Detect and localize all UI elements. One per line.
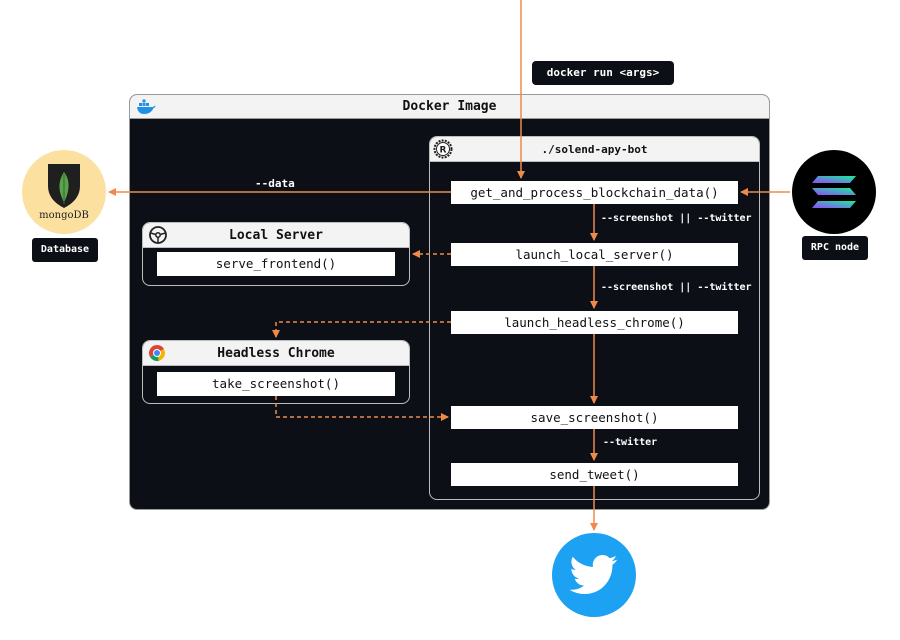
edge-label-twitter: --twitter [603, 437, 658, 448]
docker-image-title: Docker Image [402, 99, 497, 114]
chrome-icon [148, 345, 165, 361]
headless-chrome-title: Headless Chrome [217, 346, 335, 361]
step-save-screenshot[interactable]: save_screenshot() [451, 406, 738, 429]
mongodb-logo: mongoDB [22, 150, 106, 234]
docker-whale-icon [137, 99, 156, 114]
edge-label-data: --data [255, 177, 295, 190]
headless-chrome-header [143, 341, 409, 366]
step-launch-local-server[interactable]: launch_local_server() [451, 243, 738, 266]
serve-frontend-box[interactable]: serve_frontend() [157, 252, 395, 276]
step-get-and-process-blockchain-data[interactable]: get_and_process_blockchain_data() [451, 181, 738, 204]
mongodb-leaf-icon [48, 164, 80, 208]
solana-logo-icon [812, 176, 856, 208]
take-screenshot-box[interactable]: take_screenshot() [157, 372, 395, 396]
rpc-node-logo [792, 150, 876, 234]
twitter-logo [552, 533, 636, 617]
step-send-tweet[interactable]: send_tweet() [451, 463, 738, 486]
edge-label-screenshot-twitter-2: --screenshot || --twitter [601, 282, 752, 293]
edge-label-screenshot-twitter-1: --screenshot || --twitter [601, 213, 752, 224]
svg-text:R: R [440, 146, 447, 156]
docker-image-header [130, 95, 769, 119]
local-server-title: Local Server [229, 228, 323, 243]
rust-icon: R [433, 139, 453, 159]
twitter-bird-icon [570, 555, 618, 594]
rpc-node-label: RPC node [802, 236, 868, 260]
bot-title: ./solend-apy-bot [541, 143, 648, 156]
mongodb-logo-text: mongoDB [39, 210, 89, 221]
step-launch-headless-chrome[interactable]: launch_headless_chrome() [451, 311, 738, 334]
database-label: Database [32, 238, 98, 262]
steering-wheel-icon [149, 226, 167, 244]
docker-run-command: docker run <args> [532, 61, 674, 85]
local-server-header [143, 223, 409, 248]
bot-header [430, 137, 759, 162]
